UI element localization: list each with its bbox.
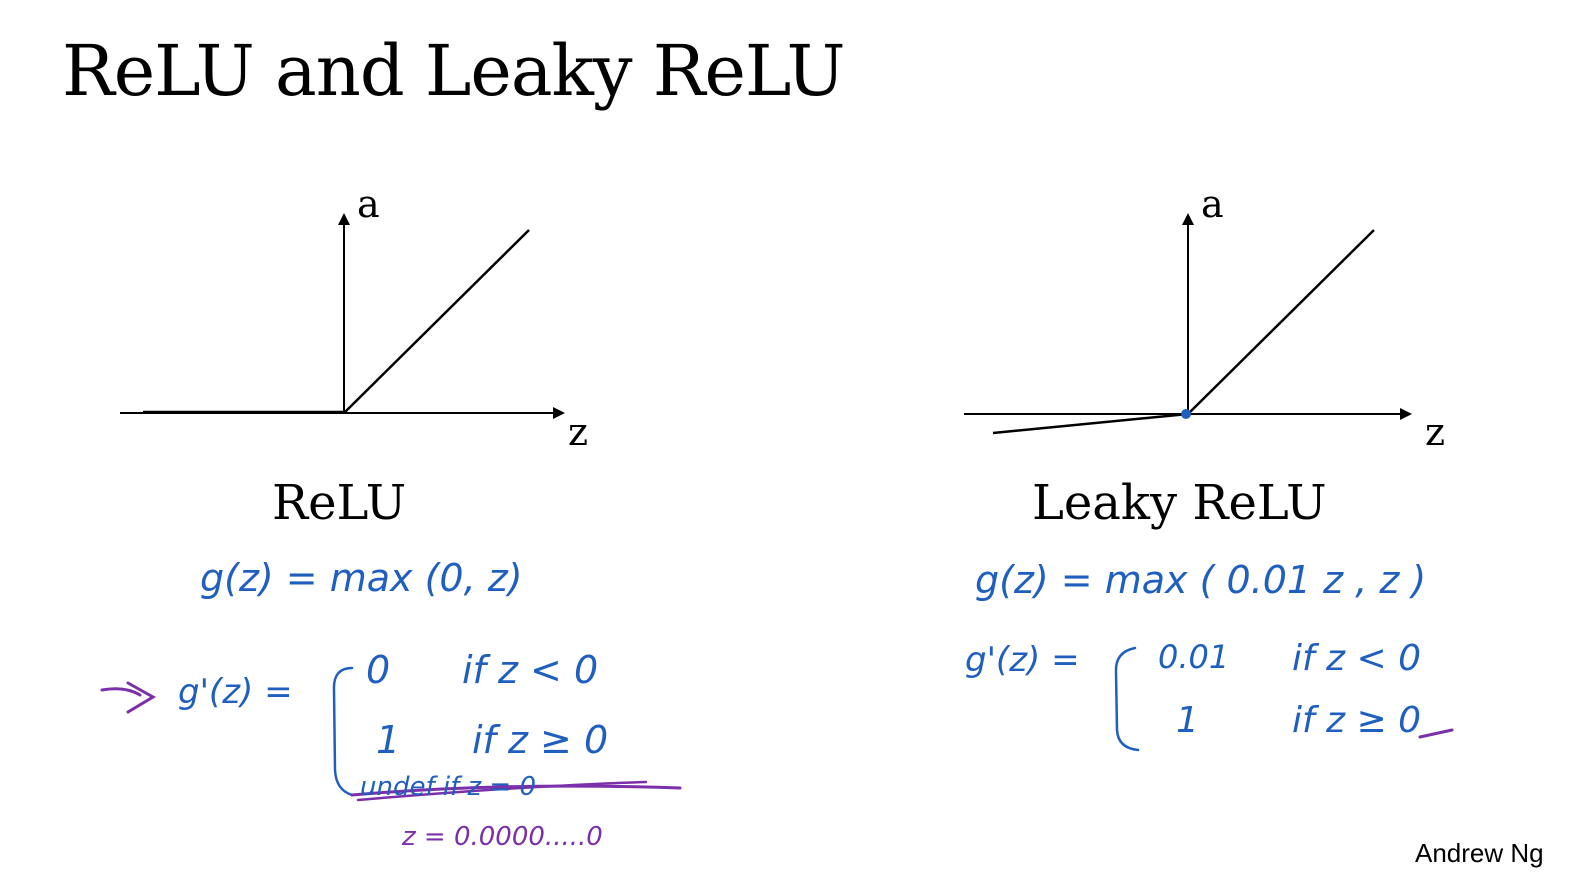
- leaky-derivative-lhs: g'(z) =: [965, 640, 1080, 680]
- relu-brace: [332, 666, 354, 797]
- relu-function-note: g(z) = max (0, z): [200, 556, 523, 600]
- leaky-negative-segment: [992, 412, 1189, 435]
- relu-annotations-strokes: [100, 666, 682, 802]
- relu-y-axis-label: a: [357, 182, 380, 226]
- leaky-geq-purple-mark: [1418, 728, 1454, 739]
- author-credit: Andrew Ng: [1415, 838, 1544, 868]
- relu-case1-condition: if z < 0: [462, 648, 599, 692]
- leaky-case2-condition: if z ≥ 0: [1292, 700, 1421, 741]
- relu-z-note: z = 0.0000.....0: [402, 822, 603, 852]
- relu-case2-condition: if z ≥ 0: [472, 718, 609, 762]
- leaky-function-note: g(z) = max ( 0.01 z , z ): [975, 558, 1427, 602]
- leaky-x-axis-label: z: [1425, 410, 1446, 454]
- leaky-case1-value: 0.01: [1158, 638, 1230, 676]
- slide-title: ReLU and Leaky ReLU: [62, 30, 846, 112]
- relu-strike-line-2: [356, 780, 648, 802]
- relu-derivative-lhs: g'(z) =: [178, 672, 293, 712]
- relu-case2-value: 1: [376, 718, 401, 762]
- leaky-relu-graph: [964, 213, 1412, 435]
- leaky-brace: [1114, 646, 1140, 752]
- leaky-case2-value: 1: [1176, 700, 1199, 741]
- relu-case1-value: 0: [366, 648, 391, 692]
- leaky-case1-condition: if z < 0: [1292, 638, 1421, 679]
- relu-caption: ReLU: [272, 475, 407, 531]
- leaky-positive-segment: [1187, 229, 1375, 415]
- leaky-annotations-strokes: [1114, 646, 1454, 752]
- leaky-y-axis-label: a: [1201, 182, 1224, 226]
- leaky-origin-dot: [1181, 409, 1191, 419]
- relu-strike-line: [350, 784, 682, 797]
- relu-case3-struck: undef if z = 0: [360, 772, 537, 802]
- relu-x-axis-label: z: [568, 410, 589, 454]
- relu-graph: [120, 213, 565, 419]
- purple-arrow-icon: [100, 681, 156, 714]
- relu-positive-segment: [343, 229, 530, 414]
- leaky-relu-caption: Leaky ReLU: [1032, 475, 1327, 531]
